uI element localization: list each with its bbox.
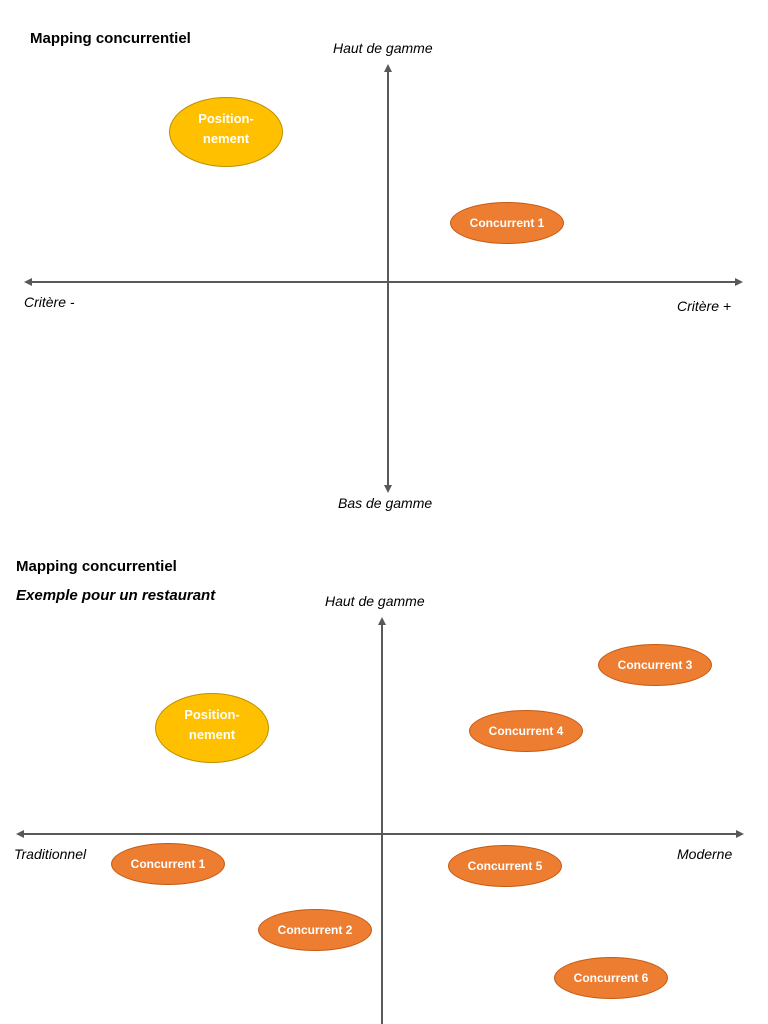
diagram1-axis-right-label: Critère + xyxy=(677,298,732,314)
diagram2-title: Mapping concurrentiel xyxy=(16,558,177,575)
diagram1-competitor-1: Concurrent 1 xyxy=(450,202,564,244)
diagram2-competitor-3: Concurrent 3 xyxy=(598,644,712,686)
diagram2-subtitle: Exemple pour un restaurant xyxy=(16,587,216,604)
diagram1-axis-bottom-label: Bas de gamme xyxy=(338,495,433,511)
diagram2-positioning-bubble: Position- nement … xyxy=(155,693,269,763)
diagram1-positioning-bubble: Position- nement … xyxy=(169,97,283,167)
diagram2-competitor-5: Concurrent 5 xyxy=(448,845,562,887)
diagram1-axis-top-label: Haut de gamme xyxy=(333,40,433,56)
diagram2-competitor-4: Concurrent 4 xyxy=(469,710,583,752)
diagram2-competitor-6: Concurrent 6 xyxy=(554,957,668,999)
diagram1-positioning-label: Position- nement … xyxy=(198,111,254,161)
diagram2-axis-top-label: Haut de gamme xyxy=(325,593,425,609)
diagram1-axis-left-label: Critère - xyxy=(24,294,75,310)
diagram2-competitor-1: Concurrent 1 xyxy=(111,843,225,885)
diagram2-axis-right-label: Moderne xyxy=(677,846,733,862)
diagram2-axis-left-label: Traditionnel xyxy=(14,846,87,862)
diagram1-title: Mapping concurrentiel xyxy=(30,30,191,47)
diagram2-positioning-label: Position- nement … xyxy=(184,707,240,757)
diagram2-competitor-2: Concurrent 2 xyxy=(258,909,372,951)
